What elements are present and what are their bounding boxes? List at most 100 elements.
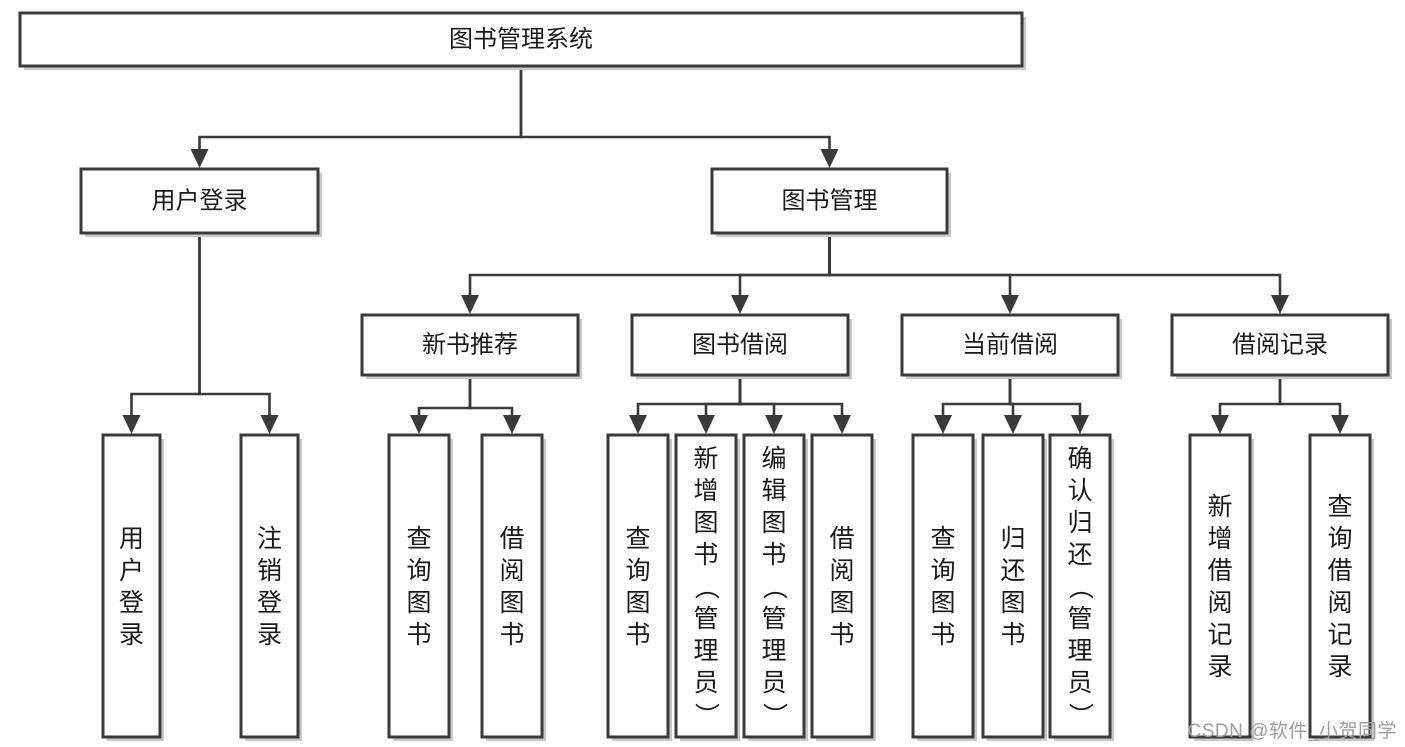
arrow-head-icon [1331, 415, 1349, 434]
arrow-head-icon [765, 415, 783, 434]
arrow-head-icon [1001, 295, 1019, 314]
node-borrow[interactable]: 图书借阅 [630, 313, 852, 379]
connector-newbook-to-leaf-new-1 [410, 375, 472, 434]
node-root[interactable]: 图书管理系统 [18, 11, 1026, 70]
node-label-char: 借 [1327, 557, 1352, 585]
node-rect[interactable] [606, 433, 670, 739]
arrow-head-icon [260, 415, 279, 434]
node-label-char: 增 [1207, 525, 1232, 553]
node-bookmgmt[interactable]: 图书管理 [710, 167, 951, 237]
node-label-char: 员 [761, 669, 786, 697]
node-label-char: 图 [625, 589, 650, 617]
node-rect[interactable] [900, 313, 1120, 377]
node-label-char: 员 [693, 669, 718, 697]
node-label-char: 记 [1327, 621, 1352, 649]
node-rect[interactable] [1188, 433, 1252, 739]
node-label: 新书推荐 [422, 331, 518, 358]
node-rect[interactable] [630, 313, 850, 377]
node-label-char: 理 [761, 637, 786, 665]
node-rect[interactable] [810, 433, 874, 739]
node-rect[interactable] [239, 433, 300, 739]
node-rect[interactable] [1170, 313, 1390, 377]
node-login[interactable]: 用户登录 [79, 167, 322, 237]
node-label-char: 注 [257, 525, 282, 553]
connector-borrow-to-leaf-bor-4 [738, 375, 851, 434]
node-label-char: （ [760, 574, 788, 599]
node-current[interactable]: 当前借阅 [900, 313, 1122, 379]
node-rect[interactable] [1048, 433, 1112, 739]
node-label-char: 还 [1067, 541, 1092, 569]
watermark: CSDN @软件_小贺同学 [1187, 721, 1397, 742]
node-label-char: 图 [930, 589, 955, 617]
node-label-char: 理 [1067, 637, 1092, 665]
connector-current-to-leaf-cur-1 [934, 375, 1012, 434]
arrow-head-icon [731, 295, 749, 314]
node-label-char: 用 [119, 525, 144, 553]
node-label: 借阅记录 [1232, 331, 1328, 358]
node-label: 图书借阅 [692, 331, 788, 358]
node-label-char: 书 [1000, 621, 1025, 649]
node-label-char: ） [760, 702, 788, 727]
node-rect[interactable] [18, 11, 1024, 68]
node-rect[interactable] [101, 433, 162, 739]
node-rect[interactable] [710, 167, 949, 235]
node-label-char: 图 [406, 589, 431, 617]
arrow-head-icon [1211, 415, 1229, 434]
connector-root-to-login [190, 66, 523, 168]
node-label-char: 销 [257, 557, 282, 585]
connector-current-to-leaf-cur-3 [1008, 375, 1089, 434]
connector-bookmgmt-to-newbook [461, 233, 831, 314]
node-label-char: 查 [930, 525, 955, 553]
node-label-char: 询 [625, 557, 650, 585]
node-label-char: 户 [119, 557, 144, 585]
node-newbook[interactable]: 新书推荐 [360, 313, 582, 379]
node-label-char: 借 [829, 525, 854, 553]
connector-bookmgmt-to-borrow [731, 233, 831, 314]
node-label-char: 书 [761, 541, 786, 569]
node-label-char: 编 [761, 445, 786, 473]
node-rect[interactable] [911, 433, 975, 739]
node-rect[interactable] [981, 433, 1045, 739]
arrow-head-icon [820, 149, 839, 168]
connector-root-to-bookmgmt [519, 66, 839, 168]
node-label-char: 管 [1067, 605, 1092, 633]
node-label-char: 书 [930, 621, 955, 649]
node-rect[interactable] [79, 167, 320, 235]
connector-bookmgmt-to-current [828, 233, 1019, 314]
node-label-char: 阅 [1327, 589, 1352, 617]
node-label-char: 归 [1067, 509, 1092, 537]
node-leaf-login-1[interactable]: 用户登录 [101, 433, 164, 741]
arrow-head-icon [697, 415, 715, 434]
node-rect[interactable] [674, 433, 738, 739]
node-label-char: 图 [761, 509, 786, 537]
node-label-char: 书 [625, 621, 650, 649]
node-rect[interactable] [480, 433, 544, 739]
node-rect[interactable] [742, 433, 806, 739]
connector-records-to-leaf-rec-2 [1278, 375, 1349, 434]
node-rect[interactable] [387, 433, 451, 739]
node-label-char: 书 [499, 621, 524, 649]
node-label-char: 图 [829, 589, 854, 617]
node-label-char: 阅 [829, 557, 854, 585]
node-rect[interactable] [360, 313, 580, 377]
node-records[interactable]: 借阅记录 [1170, 313, 1392, 379]
node-label-char: 询 [1327, 525, 1352, 553]
node-label: 图书管理 [782, 187, 878, 214]
arrow-head-icon [410, 415, 428, 434]
node-rect[interactable] [1308, 433, 1372, 739]
node-label-char: 询 [930, 557, 955, 585]
